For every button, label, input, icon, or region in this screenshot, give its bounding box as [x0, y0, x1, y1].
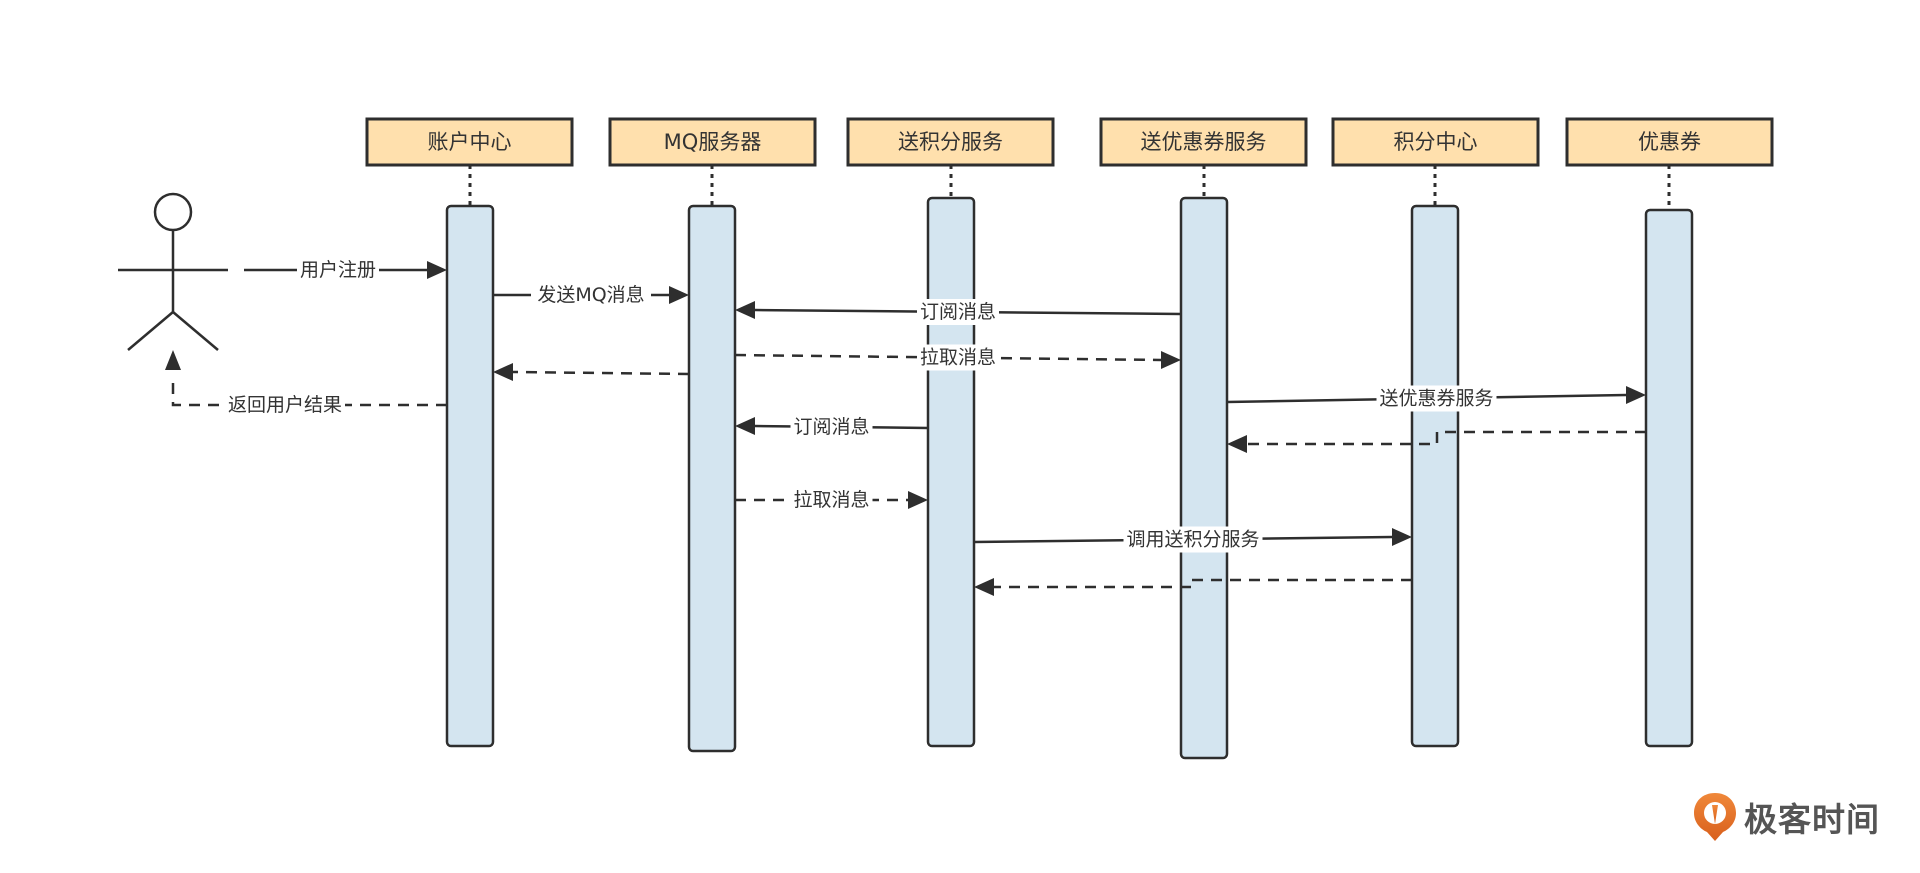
participant-box: [1099, 117, 1308, 167]
messages: 用户注册发送MQ消息订阅消息拉取消息返回用户结果送优惠券服务订阅消息拉取消息调用…: [165, 257, 1646, 596]
arrowhead-icon: [1161, 351, 1181, 369]
participant-label: 送积分服务: [898, 130, 1003, 154]
message-label-bg: [1376, 385, 1497, 412]
message-label-bg: [917, 299, 999, 325]
message-label: 调用送积分服务: [1126, 529, 1259, 551]
message-1: 用户注册: [244, 257, 447, 283]
message-2: 发送MQ消息: [493, 282, 689, 308]
activation-bar-mq: [687, 204, 737, 753]
message-9: [1227, 430, 1646, 453]
message-6: 返回用户结果: [165, 350, 447, 418]
participant-label: 优惠券: [1638, 130, 1701, 154]
message-label-bg: [531, 282, 651, 308]
activation-bar-coupon: [1644, 208, 1694, 748]
message-label-bg: [790, 487, 873, 513]
message-11: 调用送积分服务: [973, 526, 1412, 553]
watermark-brand-text: 极客时间: [1744, 800, 1880, 839]
message-label: 订阅消息: [793, 416, 869, 438]
message-label-bg: [917, 344, 999, 371]
message-label-bg: [225, 392, 345, 418]
message-line: [994, 578, 1412, 589]
arrowhead-icon: [974, 578, 994, 596]
participant-points_svc: 送积分服务: [846, 117, 1055, 167]
arrowhead-icon: [908, 491, 928, 509]
message-3: 订阅消息: [735, 299, 1182, 325]
participant-account: 账户中心: [365, 117, 574, 167]
message-label-bg: [1123, 526, 1263, 553]
arrowhead-icon: [493, 363, 513, 381]
participant-label: MQ服务器: [664, 130, 762, 154]
message-8: 订阅消息: [735, 414, 929, 440]
participant-mq: MQ服务器: [608, 117, 817, 167]
participant-box: [1331, 117, 1540, 167]
participant-box: [1565, 117, 1774, 167]
message-label-bg: [790, 414, 873, 440]
message-line: [171, 378, 447, 407]
message-line: [512, 370, 690, 376]
participant-label: 积分中心: [1394, 130, 1478, 154]
message-4: 拉取消息: [734, 344, 1181, 371]
participant-label: 送优惠券服务: [1141, 130, 1267, 154]
message-12: [974, 578, 1412, 596]
arrowhead-icon: [1626, 386, 1646, 404]
arrowhead-icon: [735, 417, 755, 435]
arrowhead-icon: [165, 350, 181, 370]
activation-bar-account: [445, 204, 495, 748]
participant-headers: 账户中心 MQ服务器 送积分服务 送优惠券服务 积分中心 优惠券: [365, 117, 1774, 167]
participant-box: [365, 117, 574, 167]
arrowhead-icon: [1392, 528, 1412, 546]
arrowhead-icon: [427, 261, 447, 279]
arrowhead-icon: [735, 301, 755, 319]
user-actor: [118, 192, 228, 351]
message-label: 送优惠券服务: [1379, 388, 1493, 410]
activation-bar-points_svc: [926, 196, 976, 748]
activation-bar-coupon_svc: [1179, 196, 1229, 760]
message-label: 用户注册: [300, 259, 376, 281]
participant-box: [608, 117, 817, 167]
message-10: 拉取消息: [735, 487, 928, 513]
arrowhead-icon: [1227, 435, 1247, 453]
participant-label: 账户中心: [428, 130, 512, 154]
message-label: 返回用户结果: [228, 394, 342, 416]
arrowhead-icon: [669, 286, 689, 304]
participant-box: [846, 117, 1055, 167]
participant-coupon: 优惠券: [1565, 117, 1774, 167]
activation-bars: [445, 196, 1694, 760]
geektime-logo-icon: [1694, 793, 1736, 841]
watermark: 极客时间: [1692, 791, 1880, 843]
actor-head: [153, 192, 193, 232]
participant-coupon_svc: 送优惠券服务: [1099, 117, 1308, 167]
participant-points_center: 积分中心: [1331, 117, 1540, 167]
message-7: 送优惠券服务: [1226, 385, 1646, 412]
message-label: 拉取消息: [793, 489, 869, 511]
message-line: [1247, 430, 1646, 446]
message-label: 发送MQ消息: [537, 284, 644, 306]
message-label: 订阅消息: [920, 301, 996, 323]
message-label: 拉取消息: [920, 347, 996, 369]
lifelines: [468, 165, 1671, 210]
actor-right-leg: [172, 311, 219, 351]
activation-bar-points_center: [1410, 204, 1460, 748]
message-5: [493, 363, 690, 381]
message-label-bg: [297, 257, 379, 283]
actor-left-leg: [127, 311, 174, 351]
